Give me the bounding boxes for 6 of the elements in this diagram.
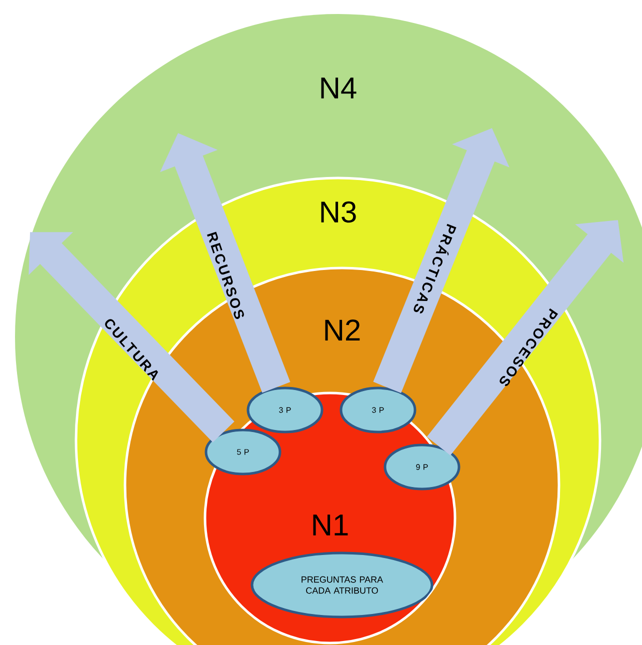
question-oval: 5 P (204, 428, 282, 476)
question-oval: PREGUNTAS PARA CADA ATRIBUTO (250, 552, 434, 618)
question-oval: 3 P (246, 386, 324, 434)
question-oval: 9 P (384, 444, 460, 490)
block-arrow (28, 232, 234, 442)
question-oval: 3 P (340, 386, 416, 434)
